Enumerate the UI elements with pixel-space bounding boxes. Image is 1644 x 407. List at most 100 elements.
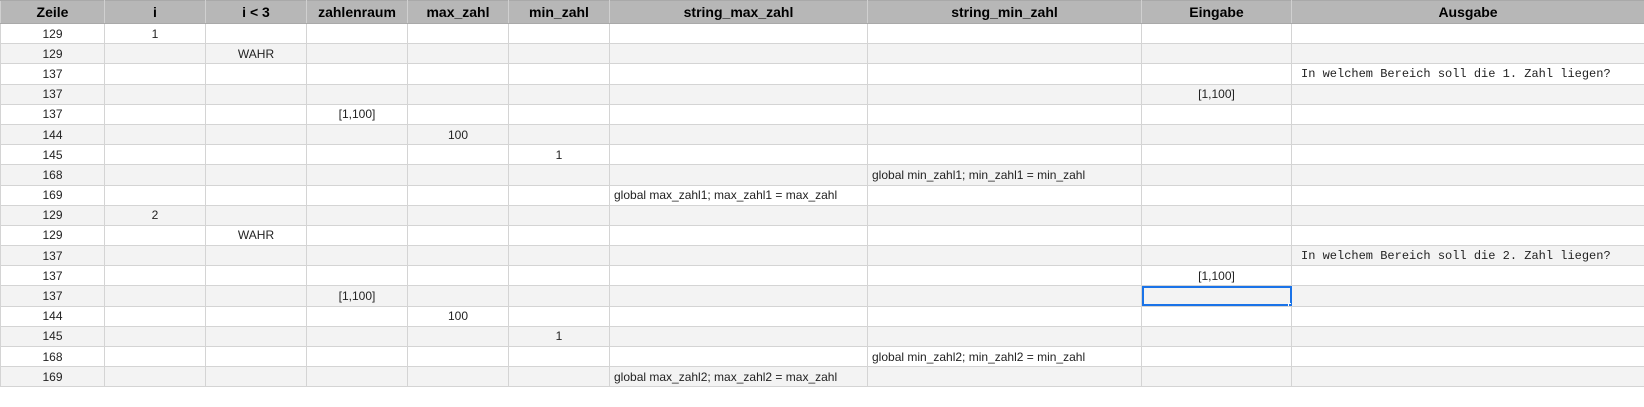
cell-ausgabe[interactable]	[1291, 144, 1644, 166]
cell-min-zahl[interactable]	[508, 43, 610, 65]
header-min-zahl[interactable]: min_zahl	[508, 0, 610, 24]
cell-i-3[interactable]	[205, 144, 307, 166]
cell-zeile[interactable]: 144	[0, 123, 105, 146]
cell-string-max-zahl[interactable]	[609, 245, 868, 267]
cell-zeile[interactable]: 145	[0, 325, 105, 348]
cell-ausgabe[interactable]	[1291, 285, 1644, 307]
selected-cell[interactable]	[1141, 285, 1292, 307]
cell-zahlenraum[interactable]	[306, 245, 408, 267]
cell-zahlenraum[interactable]	[306, 43, 408, 65]
cell-i[interactable]	[104, 43, 206, 65]
cell-i-3[interactable]	[205, 164, 307, 186]
cell-zahlenraum[interactable]	[306, 22, 408, 45]
cell-max-zahl[interactable]	[407, 204, 509, 226]
cell-ausgabe[interactable]	[1291, 164, 1644, 186]
cell-min-zahl[interactable]	[508, 83, 610, 105]
cell-zeile[interactable]: 168	[0, 345, 105, 368]
cell-max-zahl[interactable]	[407, 164, 509, 186]
cell-i-3[interactable]	[205, 204, 307, 226]
cell-max-zahl[interactable]: 100	[407, 123, 509, 146]
cell-min-zahl[interactable]	[508, 345, 610, 368]
cell-i-3[interactable]	[205, 265, 307, 287]
cell-eingabe[interactable]	[1141, 245, 1292, 267]
cell-eingabe[interactable]	[1141, 204, 1292, 226]
cell-max-zahl[interactable]	[407, 184, 509, 206]
cell-eingabe[interactable]	[1141, 345, 1292, 368]
cell-string-min-zahl[interactable]	[867, 285, 1142, 307]
cell-min-zahl[interactable]	[508, 184, 610, 206]
header-i-lt-3[interactable]: i < 3	[205, 0, 307, 24]
cell-i[interactable]	[104, 325, 206, 348]
cell-eingabe[interactable]: [1,100]	[1141, 265, 1292, 287]
cell-min-zahl[interactable]	[508, 265, 610, 287]
cell-string-min-zahl[interactable]	[867, 63, 1142, 85]
header-i[interactable]: i	[104, 0, 206, 24]
cell-i-3[interactable]	[205, 123, 307, 146]
cell-max-zahl[interactable]	[407, 22, 509, 45]
cell-i-3[interactable]: WAHR	[205, 43, 307, 65]
cell-zahlenraum[interactable]: [1,100]	[306, 285, 408, 307]
cell-string-min-zahl[interactable]	[867, 123, 1142, 146]
cell-i-3[interactable]	[205, 366, 307, 388]
cell-string-max-zahl[interactable]	[609, 43, 868, 65]
header-eingabe[interactable]: Eingabe	[1141, 0, 1292, 24]
cell-max-zahl[interactable]	[407, 345, 509, 368]
cell-zeile[interactable]: 137	[0, 265, 105, 287]
cell-ausgabe[interactable]	[1291, 103, 1644, 125]
cell-ausgabe[interactable]	[1291, 265, 1644, 287]
cell-zahlenraum[interactable]	[306, 63, 408, 85]
cell-i[interactable]	[104, 224, 206, 247]
cell-string-min-zahl[interactable]	[867, 305, 1142, 327]
cell-zeile[interactable]: 129	[0, 204, 105, 226]
header-zeile[interactable]: Zeile	[0, 0, 105, 24]
cell-string-min-zahl[interactable]	[867, 83, 1142, 105]
cell-zahlenraum[interactable]	[306, 123, 408, 146]
cell-string-max-zahl[interactable]	[609, 204, 868, 226]
cell-zahlenraum[interactable]	[306, 265, 408, 287]
cell-string-min-zahl[interactable]	[867, 144, 1142, 166]
cell-max-zahl[interactable]	[407, 43, 509, 65]
cell-zeile[interactable]: 168	[0, 164, 105, 186]
cell-ausgabe[interactable]	[1291, 123, 1644, 146]
cell-string-max-zahl[interactable]: global max_zahl1; max_zahl1 = max_zahl	[609, 184, 868, 206]
cell-string-min-zahl[interactable]	[867, 204, 1142, 226]
cell-i-3[interactable]	[205, 245, 307, 267]
cell-zeile[interactable]: 145	[0, 144, 105, 166]
cell-i[interactable]	[104, 63, 206, 85]
cell-i[interactable]	[104, 245, 206, 267]
cell-min-zahl[interactable]	[508, 224, 610, 247]
cell-min-zahl[interactable]	[508, 285, 610, 307]
cell-eingabe[interactable]	[1141, 63, 1292, 85]
cell-i-3[interactable]	[205, 184, 307, 206]
cell-ausgabe[interactable]	[1291, 83, 1644, 105]
cell-string-min-zahl[interactable]: global min_zahl2; min_zahl2 = min_zahl	[867, 345, 1142, 368]
cell-min-zahl[interactable]	[508, 63, 610, 85]
header-zahlenraum[interactable]: zahlenraum	[306, 0, 408, 24]
fill-handle[interactable]	[1288, 302, 1291, 306]
cell-ausgabe[interactable]	[1291, 22, 1644, 45]
cell-zeile[interactable]: 129	[0, 43, 105, 65]
cell-min-zahl[interactable]	[508, 123, 610, 146]
cell-zeile[interactable]: 137	[0, 83, 105, 105]
cell-string-min-zahl[interactable]	[867, 366, 1142, 388]
cell-min-zahl[interactable]	[508, 245, 610, 267]
cell-max-zahl[interactable]	[407, 245, 509, 267]
cell-string-min-zahl[interactable]: global min_zahl1; min_zahl1 = min_zahl	[867, 164, 1142, 186]
cell-string-min-zahl[interactable]	[867, 224, 1142, 247]
cell-ausgabe[interactable]: In welchem Bereich soll die 2. Zahl lieg…	[1291, 245, 1644, 267]
cell-zeile[interactable]: 137	[0, 245, 105, 267]
cell-i[interactable]	[104, 345, 206, 368]
cell-min-zahl[interactable]	[508, 22, 610, 45]
cell-i[interactable]: 1	[104, 22, 206, 45]
cell-eingabe[interactable]	[1141, 144, 1292, 166]
cell-max-zahl[interactable]	[407, 366, 509, 388]
cell-i-3[interactable]	[205, 22, 307, 45]
cell-eingabe[interactable]	[1141, 164, 1292, 186]
cell-string-max-zahl[interactable]	[609, 305, 868, 327]
cell-string-max-zahl[interactable]: global max_zahl2; max_zahl2 = max_zahl	[609, 366, 868, 388]
cell-zeile[interactable]: 129	[0, 224, 105, 247]
cell-eingabe[interactable]	[1141, 123, 1292, 146]
cell-eingabe[interactable]: [1,100]	[1141, 83, 1292, 105]
cell-ausgabe[interactable]	[1291, 224, 1644, 247]
cell-eingabe[interactable]	[1141, 366, 1292, 388]
